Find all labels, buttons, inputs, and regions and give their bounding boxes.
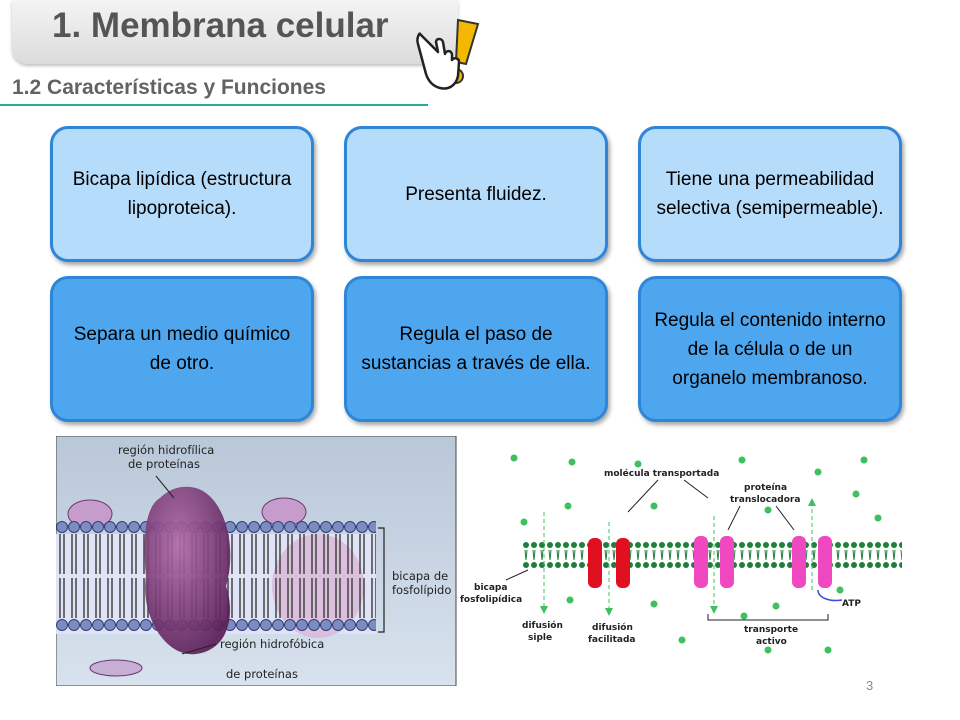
feature-box-text: Tiene una permeabilidad selectiva (semip… (656, 169, 884, 219)
label-facilitated-diffusion-2: facilitada (588, 635, 635, 645)
page-subtitle: 1.2 Características y Funciones (12, 76, 326, 99)
label-molecule: molécula transportada (604, 468, 719, 479)
pointing-hand-exclamation-icon (416, 18, 480, 90)
label-hydrophobic-2: de proteínas (226, 667, 298, 681)
label-protein-2: translocadora (730, 495, 800, 505)
label-active-transport-2: activo (756, 637, 787, 647)
label-active-transport-1: transporte (744, 625, 798, 635)
label-protein-1: proteína (744, 483, 787, 493)
feature-box-text: Bicapa lipídica (estructura lipoproteica… (72, 169, 292, 219)
page-number: 3 (866, 678, 874, 693)
label-atp: ATP (842, 599, 861, 609)
feature-box-text: Separa un medio químico de otro. (73, 324, 291, 374)
feature-box-regula-contenido: Regula el contenido interno de la célula… (638, 276, 902, 422)
channel-pink-3 (792, 536, 806, 588)
label-bilayer-r-2: fosfolipídica (460, 595, 522, 605)
feature-box-text: Presenta fluidez. (405, 183, 547, 205)
label-simple-diffusion-2: siple (528, 633, 552, 643)
feature-box-separa: Separa un medio químico de otro. (50, 276, 314, 422)
feature-box-text: Regula el contenido interno de la célula… (654, 309, 886, 389)
label-hydrophilic-1: región hidrofílica (118, 443, 214, 457)
label-hydrophobic-1: región hidrofóbica (220, 637, 324, 651)
feature-box-text: Regula el paso de sustancias a través de… (361, 324, 591, 374)
channel-pink-4 (818, 536, 832, 588)
label-facilitated-diffusion-1: difusión (592, 622, 633, 633)
feature-box-fluidez: Presenta fluidez. (344, 126, 608, 262)
label-hydrophilic-2: de proteínas (128, 457, 200, 471)
feature-box-permeabilidad: Tiene una permeabilidad selectiva (semip… (638, 126, 902, 262)
label-bilayer-r-1: bicapa (474, 583, 507, 593)
label-bilayer-2: fosfolípido (392, 583, 451, 597)
membrane-transport-figure: molécula transportada proteína transloca… (460, 454, 902, 654)
label-simple-diffusion-1: difusión (522, 620, 563, 631)
channel-red-left (588, 538, 602, 588)
channel-pink-1 (694, 536, 708, 588)
channel-red-right (616, 538, 630, 588)
channel-pink-2 (720, 536, 734, 588)
subtitle-divider (0, 104, 428, 106)
label-bilayer-1: bicapa de (392, 569, 448, 583)
feature-box-bicapa: Bicapa lipídica (estructura lipoproteica… (50, 126, 314, 262)
membrane-protein-figure: región hidrofílica de proteínas bicapa d… (56, 436, 457, 686)
title-tab: 1. Membrana celular (12, 0, 458, 64)
page-title: 1. Membrana celular (52, 6, 389, 45)
feature-box-regula-paso: Regula el paso de sustancias a través de… (344, 276, 608, 422)
